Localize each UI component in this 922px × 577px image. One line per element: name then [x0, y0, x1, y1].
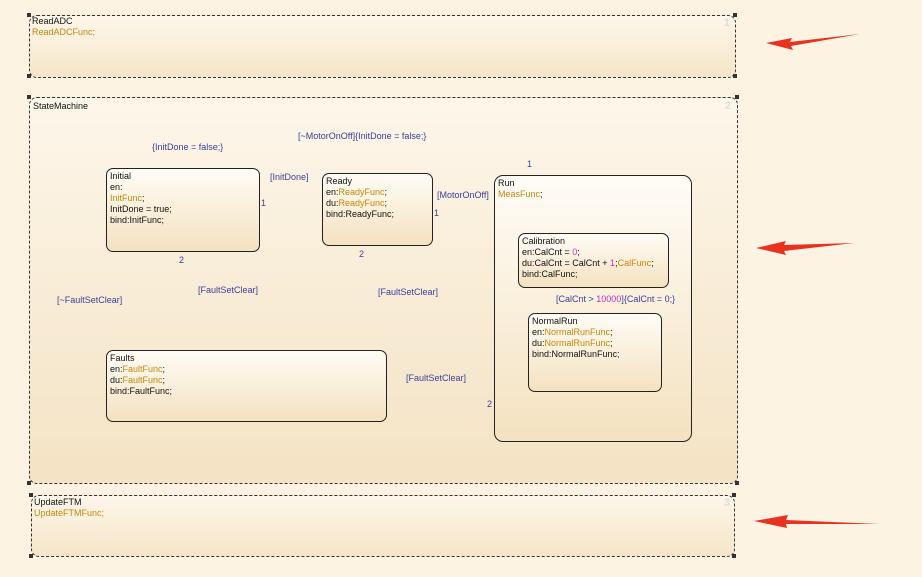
- corner-marker: [732, 493, 736, 497]
- statemachine-order: 2: [724, 100, 731, 112]
- corner-marker: [29, 493, 33, 497]
- callout-arrow-statemachine: [756, 241, 854, 255]
- label-calibration-to-normalrun[interactable]: [CalCnt > 10000]{CalCnt = 0;}: [556, 294, 676, 304]
- readadc-action: ReadADCFunc;: [32, 27, 96, 37]
- state-run-name: Run: [498, 178, 515, 188]
- state-faults-en: en:FaultFunc;: [110, 364, 166, 374]
- state-ready-bind: bind:ReadyFunc;: [326, 209, 395, 219]
- state-ready-du: du:ReadyFunc;: [326, 198, 388, 208]
- callout-arrow-readadc: [766, 34, 860, 50]
- label-run-to-faults[interactable]: [FaultSetClear]: [406, 373, 467, 383]
- order-ready-to-faults: 2: [359, 249, 365, 259]
- state-calibration-en: en:CalCnt = 0;: [522, 247, 580, 257]
- state-initial[interactable]: Initial en: InitFunc; InitDone = true; b…: [106, 168, 260, 252]
- state-initial-line3: InitDone = true;: [110, 204, 172, 214]
- state-normalrun-du: du:NormalRunFunc;: [532, 338, 613, 348]
- corner-marker: [27, 481, 31, 485]
- corner-marker: [27, 74, 31, 78]
- corner-marker: [27, 95, 31, 99]
- order-run-to-initial: 1: [527, 159, 533, 169]
- updateftm-subchart[interactable]: UpdateFTM UpdateFTMFunc; 3: [31, 495, 735, 557]
- readadc-order: 1: [723, 17, 730, 29]
- corner-marker: [735, 481, 739, 485]
- updateftm-action: UpdateFTMFunc;: [34, 508, 105, 518]
- state-normalrun-name: NormalRun: [532, 316, 578, 326]
- state-calibration-name: Calibration: [522, 236, 566, 246]
- corner-marker: [733, 74, 737, 78]
- state-calibration[interactable]: Calibration en:CalCnt = 0; du:CalCnt = C…: [518, 233, 669, 288]
- state-ready[interactable]: Ready en:ReadyFunc; du:ReadyFunc; bind:R…: [322, 173, 433, 246]
- state-normalrun[interactable]: NormalRun en:NormalRunFunc; du:NormalRun…: [528, 313, 662, 392]
- statemachine-title: StateMachine: [33, 101, 89, 111]
- label-initial-to-faults[interactable]: [FaultSetClear]: [198, 285, 259, 295]
- corner-marker: [29, 554, 33, 558]
- label-faults-to-initial[interactable]: [~FaultSetClear]: [57, 295, 123, 305]
- state-normalrun-en: en:NormalRunFunc;: [532, 327, 613, 337]
- state-faults[interactable]: Faults en:FaultFunc; du:FaultFunc; bind:…: [106, 350, 387, 422]
- state-normalrun-bind: bind:NormalRunFunc;: [532, 349, 620, 359]
- label-ready-to-run[interactable]: [MotorOnOff]: [437, 190, 489, 200]
- state-calibration-bind: bind:CalFunc;: [522, 269, 578, 279]
- order-run-to-faults: 2: [487, 399, 493, 409]
- state-run-action: MeasFunc;: [498, 189, 543, 199]
- state-ready-name: Ready: [326, 176, 353, 186]
- state-initial-en-action: InitFunc;: [110, 193, 145, 203]
- state-initial-name: Initial: [110, 171, 132, 181]
- updateftm-title: UpdateFTM: [34, 497, 82, 507]
- label-initial-to-ready[interactable]: [InitDone]: [270, 172, 309, 182]
- updateftm-order: 3: [723, 497, 730, 509]
- order-initial-to-ready: 1: [261, 198, 267, 208]
- state-faults-du: du:FaultFunc;: [110, 375, 166, 385]
- corner-marker: [732, 554, 736, 558]
- state-faults-bind: bind:FaultFunc;: [110, 386, 173, 396]
- label-run-to-initial[interactable]: [~MotorOnOff]{InitDone = false;}: [298, 131, 427, 141]
- state-ready-en: en:ReadyFunc;: [326, 187, 388, 197]
- corner-marker: [733, 13, 737, 17]
- corner-marker: [735, 95, 739, 99]
- label-ready-to-faults[interactable]: [FaultSetClear]: [378, 287, 439, 297]
- state-initial-bind: bind:InitFunc;: [110, 215, 165, 225]
- order-initial-to-faults: 2: [179, 255, 185, 265]
- order-ready-to-run: 1: [434, 208, 440, 218]
- corner-marker: [27, 13, 31, 17]
- callout-arrow-updateftm: [754, 515, 879, 528]
- state-faults-name: Faults: [110, 353, 135, 363]
- state-calibration-du: du:CalCnt = CalCnt + 1;CalFunc;: [522, 258, 654, 268]
- state-initial-en: en:: [110, 182, 123, 192]
- readadc-title: ReadADC: [32, 16, 73, 26]
- state-run[interactable]: Run MeasFunc;: [494, 175, 692, 442]
- label-default-initial[interactable]: {InitDone = false;}: [152, 142, 224, 152]
- readadc-subchart[interactable]: ReadADC ReadADCFunc; 1: [29, 15, 736, 78]
